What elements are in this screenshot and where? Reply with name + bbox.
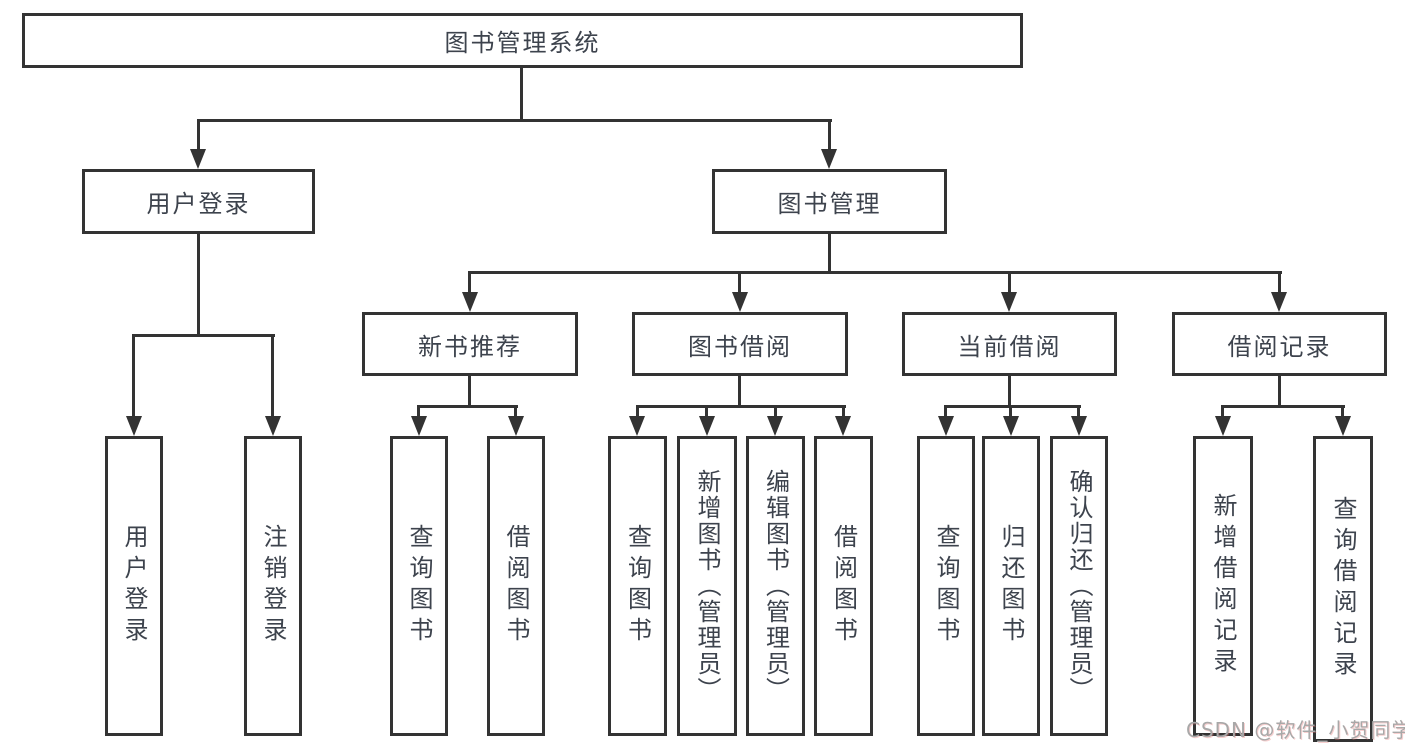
connector-line [1278,271,1281,295]
node-user-login-label: 用户登录 [146,190,251,218]
arrowhead-down-icon [1003,416,1019,436]
connector-line [197,119,832,122]
leaf-add-borrow-record-label: 新增借阅记录 [1209,493,1237,679]
arrowhead-down-icon [629,416,645,436]
arrowhead-down-icon [699,416,715,436]
connector-line [197,119,200,151]
node-book-management-label: 图书管理 [777,190,882,218]
leaf-borrowing-borrow-books-label: 借阅图书 [829,524,858,648]
arrowhead-down-icon [821,149,837,169]
node-root-label: 图书管理系统 [444,29,601,57]
node-new-book-recommend: 新书推荐 [362,312,578,376]
leaf-recommend-query-books: 查询图书 [390,436,448,736]
connector-line [944,405,947,418]
connector-line [514,405,517,418]
leaf-recommend-query-books-label: 查询图书 [405,524,433,648]
connector-line [738,376,741,407]
arrowhead-down-icon [1071,416,1087,436]
arrowhead-down-icon [265,416,281,436]
leaf-recommend-borrow-books-label: 借阅图书 [502,524,530,648]
leaf-borrowing-query-books-label: 查询图书 [623,524,652,648]
connector-line [520,68,523,122]
node-root: 图书管理系统 [22,13,1023,68]
leaf-confirm-return-admin: 确认归还（管理员） [1050,436,1108,736]
arrowhead-down-icon [462,292,478,312]
arrowhead-down-icon [1001,292,1017,312]
leaf-logout-label: 注销登录 [259,524,287,648]
leaf-query-borrow-record: 查询借阅记录 [1313,436,1373,742]
connector-line [1077,405,1080,418]
arrowhead-down-icon [1335,416,1351,436]
connector-line [636,405,639,418]
arrowhead-down-icon [1215,416,1231,436]
connector-line [1221,405,1224,418]
leaf-query-borrow-record-label: 查询借阅记录 [1329,496,1357,682]
leaf-edit-books-admin-label: 编辑图书（管理员） [761,469,790,703]
connector-line [468,376,471,407]
connector-line [1221,405,1345,408]
arrowhead-down-icon [835,416,851,436]
connector-line [636,405,846,408]
node-current-borrowing-label: 当前借阅 [957,332,1062,361]
node-current-borrowing: 当前借阅 [902,312,1117,376]
leaf-return-books: 归还图书 [982,436,1040,736]
leaf-edit-books-admin: 编辑图书（管理员） [746,436,805,736]
arrowhead-down-icon [938,416,954,436]
connector-line [1008,376,1011,407]
connector-line [197,234,200,337]
arrowhead-down-icon [126,416,142,436]
connector-line [132,334,275,337]
node-new-book-recommend-label: 新书推荐 [418,332,522,361]
connector-line [468,271,471,295]
connector-line [1341,405,1344,418]
leaf-user-login: 用户登录 [105,436,163,736]
connector-line [1008,271,1011,295]
leaf-current-query-books-label: 查询图书 [932,524,960,648]
connector-line [132,334,135,418]
connector-line [828,119,831,151]
leaf-borrowing-borrow-books: 借阅图书 [814,436,873,736]
arrowhead-down-icon [411,416,427,436]
node-borrow-records-label: 借阅记录 [1227,332,1332,361]
leaf-confirm-return-admin-label: 确认归还（管理员） [1065,469,1093,703]
node-user-login: 用户登录 [82,169,315,234]
node-book-management: 图书管理 [712,169,947,234]
connector-line [1009,405,1012,418]
leaf-logout: 注销登录 [244,436,302,736]
arrowhead-down-icon [190,149,206,169]
connector-line [944,405,1081,408]
connector-line [1278,376,1281,407]
connector-line [842,405,845,418]
node-borrow-records: 借阅记录 [1172,312,1387,376]
leaf-add-borrow-record: 新增借阅记录 [1193,436,1253,736]
connector-line [774,405,777,418]
leaf-borrowing-query-books: 查询图书 [608,436,667,736]
leaf-user-login-label: 用户登录 [120,524,148,648]
connector-line [738,271,741,295]
connector-line [468,271,1282,274]
connector-line [705,405,708,418]
leaf-return-books-label: 归还图书 [997,524,1025,648]
leaf-add-books-admin-label: 新增图书（管理员） [693,469,721,703]
connector-line [417,405,518,408]
node-book-borrowing: 图书借阅 [632,312,848,376]
leaf-recommend-borrow-books: 借阅图书 [487,436,545,736]
arrowhead-down-icon [767,416,783,436]
connector-line [417,405,420,418]
connector-line [271,334,274,418]
node-book-borrowing-label: 图书借阅 [688,332,792,361]
arrowhead-down-icon [732,292,748,312]
leaf-add-books-admin: 新增图书（管理员） [677,436,737,736]
csdn-watermark: CSDN @软件_小贺同学 [1186,718,1405,742]
arrowhead-down-icon [508,416,524,436]
arrowhead-down-icon [1271,292,1287,312]
connector-line [828,234,831,274]
leaf-current-query-books: 查询图书 [917,436,975,736]
